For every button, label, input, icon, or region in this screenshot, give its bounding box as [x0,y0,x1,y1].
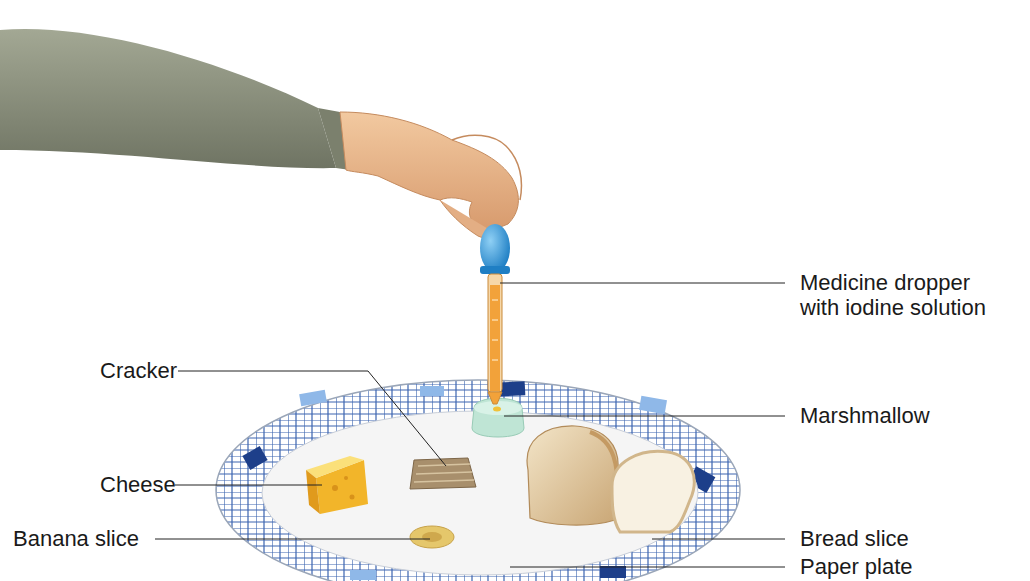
plate-rim [216,380,740,581]
sleeve [0,29,336,168]
leader-line [504,416,785,417]
bread-slice [612,451,694,532]
cheese-hole [350,495,355,500]
knuckle [452,135,521,200]
bread-loaf [527,426,618,525]
cracker-texture [414,464,474,482]
part-label: Marshmallow [800,403,1020,428]
rim-square [639,396,667,414]
marshmallow [472,398,524,437]
cheese-hole [332,485,338,491]
cheese-hole [344,476,348,480]
leader-line [175,485,322,486]
rim-square [242,446,267,470]
dropper-collar [480,266,510,274]
banana-slice [410,526,454,548]
leader-line [652,539,785,540]
part-label: Bread slice [800,526,1020,551]
cheese-end [306,470,320,514]
thumb [440,200,490,238]
hand [340,112,518,232]
rim-square [350,570,376,580]
banana-core [422,532,442,542]
marshmallow-top [474,401,522,415]
leader-line [500,283,785,284]
iodine-solution [490,285,500,391]
leader-line [178,371,446,466]
rim-square [420,386,444,396]
part-label: Paper plate [800,554,1020,579]
dropper-marks [492,300,498,360]
rim-square [299,390,327,406]
rim-square [600,566,626,578]
part-label: Cracker [100,358,177,383]
leader-line [155,539,430,540]
part-label: Banana slice [13,526,153,551]
dropper-tube [488,274,502,392]
iodine-drop [493,407,501,412]
plate-center [262,411,698,575]
dropper-tip [488,392,502,404]
leader-line [510,567,785,568]
dropper-bulb [480,224,510,272]
part-label: Medicine dropper with iodine solution [800,270,1000,320]
part-label: Cheese [100,472,176,497]
cheese-top [306,456,364,478]
